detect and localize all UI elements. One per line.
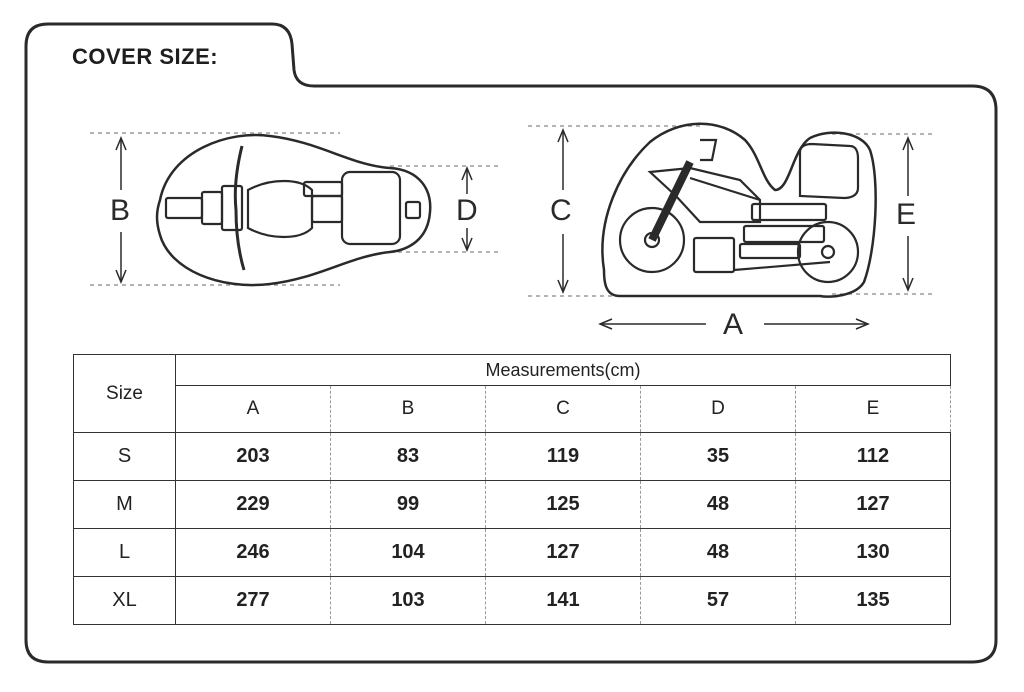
table-cell: 99 xyxy=(330,480,486,529)
table-cell: 130 xyxy=(795,528,951,577)
dimension-label-c: C xyxy=(550,194,572,227)
column-header-e: E xyxy=(795,385,951,433)
table-cell: 127 xyxy=(485,528,641,577)
size-name: S xyxy=(73,432,176,481)
dimension-label-d: D xyxy=(456,194,478,227)
dimension-label-b: B xyxy=(110,194,131,227)
size-name: L xyxy=(73,528,176,577)
measurements-header: Measurements(cm) xyxy=(175,354,951,386)
table-cell: 35 xyxy=(640,432,796,481)
table-cell: 104 xyxy=(330,528,486,577)
table-cell: 57 xyxy=(640,576,796,625)
table-cell: 229 xyxy=(175,480,331,529)
table-cell: 135 xyxy=(795,576,951,625)
panel-title: COVER SIZE: xyxy=(72,44,219,69)
size-column-header: Size xyxy=(73,354,176,433)
size-name: M xyxy=(73,480,176,529)
table-cell: 48 xyxy=(640,528,796,577)
column-header-c: C xyxy=(485,385,641,433)
table-cell: 83 xyxy=(330,432,486,481)
table-row: L 246 104 127 48 130 xyxy=(73,528,951,577)
table-cell: 103 xyxy=(330,576,486,625)
table-row: XL 277 103 141 57 135 xyxy=(73,576,951,625)
top-view-diagram xyxy=(90,132,498,287)
table-cell: 48 xyxy=(640,480,796,529)
table-cell: 127 xyxy=(795,480,951,529)
side-view-diagram xyxy=(528,122,934,330)
dimension-label-e: E xyxy=(896,198,917,231)
column-header-a: A xyxy=(175,385,331,433)
table-cell: 112 xyxy=(795,432,951,481)
table-cell: 277 xyxy=(175,576,331,625)
table-row: S 203 83 119 35 112 xyxy=(73,432,951,481)
table-cell: 141 xyxy=(485,576,641,625)
column-header-b: B xyxy=(330,385,486,433)
dimension-label-a: A xyxy=(723,308,744,341)
table-row: M 229 99 125 48 127 xyxy=(73,480,951,529)
table-cell: 203 xyxy=(175,432,331,481)
size-table: Size Measurements(cm) A B C D E S 203 83… xyxy=(73,354,951,625)
table-cell: 246 xyxy=(175,528,331,577)
column-header-d: D xyxy=(640,385,796,433)
size-name: XL xyxy=(73,576,176,625)
table-cell: 119 xyxy=(485,432,641,481)
column-header-row: A B C D E xyxy=(74,385,951,433)
table-cell: 125 xyxy=(485,480,641,529)
